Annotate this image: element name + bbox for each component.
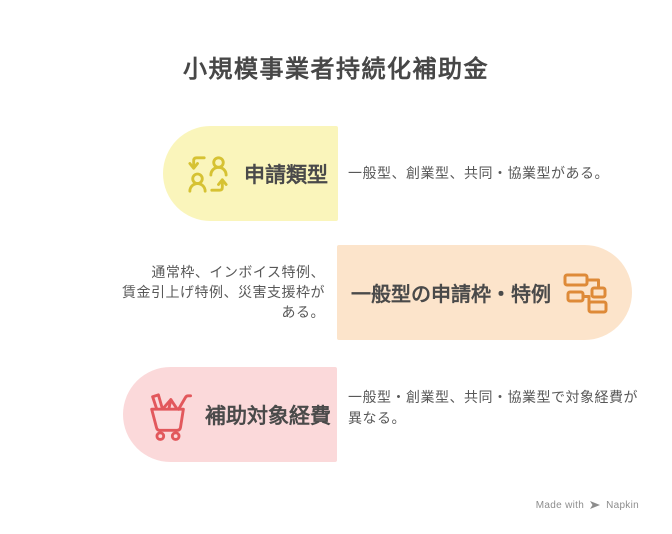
napkin-pen-icon xyxy=(589,499,601,511)
page-title: 小規模事業者持続化補助金 xyxy=(183,56,489,83)
description-line: 通常枠、インボイス特例、 xyxy=(151,264,325,280)
shopping-cart-icon xyxy=(144,389,192,441)
flowchart-icon xyxy=(563,272,609,314)
card-label: 補助対象経費 xyxy=(205,404,331,428)
card-description: 一般型、創業型、共同・協業型がある。 xyxy=(348,163,638,183)
card-eligible-expenses: 補助対象経費 xyxy=(123,367,337,462)
description-line: 賃金引上げ特例、災害支援枠が xyxy=(122,284,325,300)
description-line: 一般型、創業型、共同・協業型がある。 xyxy=(348,165,609,181)
card-general-frames: 一般型の申請枠・特例 xyxy=(337,245,632,340)
watermark-prefix: Made with xyxy=(535,499,585,511)
card-application-types: 申請類型 xyxy=(163,126,338,221)
card-label: 一般型の申請枠・特例 xyxy=(351,284,551,306)
card-description: 通常枠、インボイス特例、 賃金引上げ特例、災害支援枠が ある。 xyxy=(58,262,325,322)
description-line: 一般型・創業型、共同・協業型で対象経費が xyxy=(348,389,638,405)
card-label: 申請類型 xyxy=(244,163,328,187)
card-description: 一般型・創業型、共同・協業型で対象経費が 異なる。 xyxy=(348,387,648,429)
napkin-watermark[interactable]: Made with Napkin xyxy=(536,499,639,511)
watermark-brand: Napkin xyxy=(606,499,639,511)
description-line: ある。 xyxy=(281,304,325,320)
description-line: 異なる。 xyxy=(348,410,406,426)
people-exchange-icon xyxy=(187,153,229,195)
